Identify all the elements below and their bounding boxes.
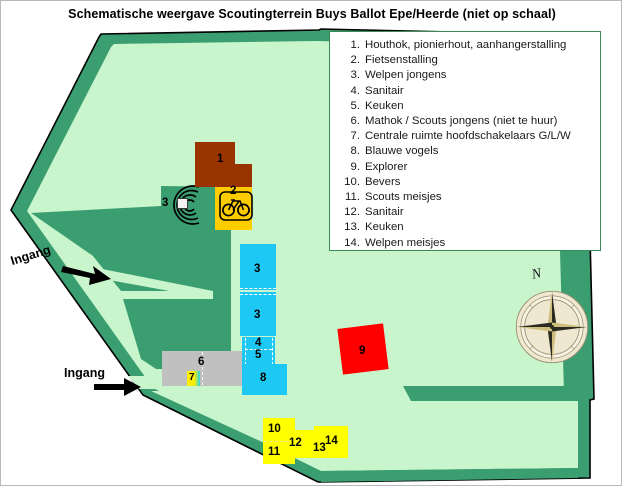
legend-item-number: 5. bbox=[350, 99, 361, 112]
legend-item: 12. Sanitair bbox=[336, 205, 596, 220]
legend-item-number: 8. bbox=[350, 145, 361, 158]
legend-item-label: Sanitair bbox=[365, 206, 404, 219]
legend-item-label: Welpen jongens bbox=[365, 69, 447, 82]
legend-item: 10. Bevers bbox=[336, 175, 596, 190]
legend-item: 6. Mathok / Scouts jongens (niet te huur… bbox=[336, 114, 596, 129]
building-12[interactable] bbox=[289, 430, 311, 458]
building-8[interactable] bbox=[242, 364, 287, 395]
legend-item: 1. Houthok, pionierhout, aanhangerstalli… bbox=[336, 38, 596, 53]
legend-item: 5. Keuken bbox=[336, 99, 596, 114]
building-label-6: 6 bbox=[198, 356, 205, 368]
legend-item-number: 2. bbox=[350, 54, 361, 67]
bicycle-icon bbox=[219, 191, 253, 221]
building-label-11: 11 bbox=[268, 446, 281, 458]
legend-item-label: Fietsenstalling bbox=[365, 54, 438, 67]
building-3-divider-upper bbox=[240, 288, 276, 289]
building-3-north[interactable] bbox=[240, 244, 276, 290]
building-4-5-divider-left bbox=[245, 338, 246, 365]
legend-item-label: Scouts meisjes bbox=[365, 191, 442, 204]
building-3-south[interactable] bbox=[240, 292, 276, 336]
ingang-arrow-lower bbox=[94, 378, 141, 396]
building-label-3-north: 3 bbox=[254, 263, 261, 275]
building-label-5: 5 bbox=[255, 349, 262, 361]
maze-center-marker bbox=[177, 198, 188, 209]
building-label-9: 9 bbox=[359, 345, 366, 357]
building-label-10: 10 bbox=[268, 423, 281, 435]
building-14[interactable] bbox=[314, 426, 348, 458]
legend-item: 13. Keuken bbox=[336, 220, 596, 235]
legend-item-number: 9. bbox=[350, 160, 361, 173]
legend-item-number: 3. bbox=[350, 69, 361, 82]
terrain-notch-bottom-right bbox=[403, 386, 578, 401]
legend-item-label: Houthok, pionierhout, aanhangerstalling bbox=[365, 39, 567, 51]
legend-item: 3. Welpen jongens bbox=[336, 68, 596, 83]
terrain-hedge-strip-vertical bbox=[213, 187, 231, 371]
legend-item-label: Mathok / Scouts jongens (niet te huur) bbox=[365, 115, 558, 128]
building-7[interactable] bbox=[187, 371, 200, 386]
building-1-part-b[interactable] bbox=[195, 164, 252, 187]
building-label-14: 14 bbox=[325, 435, 338, 447]
entrance-label-lower: Ingang bbox=[64, 366, 105, 380]
legend-item-number: 11. bbox=[345, 191, 360, 204]
legend-panel: 1. Houthok, pionierhout, aanhangerstalli… bbox=[329, 31, 601, 251]
building-label-3-outdoor: 3 bbox=[162, 197, 169, 209]
building-label-7: 7 bbox=[189, 372, 195, 383]
legend-item-label: Sanitair bbox=[365, 84, 404, 97]
building-13-14-seam bbox=[311, 430, 315, 458]
terrain-band-bottom bbox=[321, 468, 578, 482]
legend-item: 4. Sanitair bbox=[336, 84, 596, 99]
building-label-1: 1 bbox=[217, 153, 224, 165]
legend-item-label: Welpen meisjes bbox=[365, 236, 446, 249]
legend-item: 11. Scouts meisjes bbox=[336, 190, 596, 205]
legend-item-number: 1. bbox=[350, 39, 361, 51]
legend-item-number: 7. bbox=[350, 130, 361, 143]
legend-item: 14. Welpen meisjes bbox=[336, 236, 596, 251]
legend-item-number: 12. bbox=[344, 206, 360, 219]
legend-item-label: Keuken bbox=[365, 99, 404, 112]
legend-item: 2. Fietsenstalling bbox=[336, 53, 596, 68]
legend-item: 7. Centrale ruimte hoofdschakelaars G/L/… bbox=[336, 129, 596, 144]
building-label-8: 8 bbox=[260, 372, 267, 384]
page-title: Schematische weergave Scoutingterrein Bu… bbox=[68, 7, 556, 21]
building-3-divider-lower bbox=[240, 294, 276, 295]
building-6-divider bbox=[202, 352, 203, 385]
building-label-13-overlay: 13 bbox=[313, 442, 326, 454]
legend-item-number: 13. bbox=[344, 221, 360, 234]
legend-item-label: Centrale ruimte hoofdschakelaars G/L/W bbox=[365, 130, 571, 143]
building-4-5-divider-right bbox=[272, 338, 273, 365]
entrance-path-upper bbox=[77, 264, 213, 299]
legend-item-number: 10. bbox=[344, 175, 360, 188]
legend-item-number: 14. bbox=[344, 236, 360, 249]
building-10-11-divider bbox=[264, 441, 294, 442]
legend-item: 8. Blauwe vogels bbox=[336, 144, 596, 159]
building-label-3-south: 3 bbox=[254, 309, 261, 321]
building-label-4: 4 bbox=[255, 337, 262, 349]
building-label-12: 12 bbox=[289, 437, 302, 449]
legend-item-label: Explorer bbox=[365, 160, 408, 173]
building-label-2: 2 bbox=[230, 185, 237, 197]
building-4-5-divider-mid bbox=[245, 349, 272, 350]
terrain-lower-field bbox=[151, 391, 578, 469]
compass-rose-icon bbox=[515, 290, 589, 364]
legend-item-label: Blauwe vogels bbox=[365, 145, 439, 158]
ingang-arrow-upper bbox=[61, 266, 111, 285]
legend-item-number: 6. bbox=[350, 115, 361, 128]
legend-item-number: 4. bbox=[350, 84, 361, 97]
legend-item-label: Bevers bbox=[365, 175, 401, 188]
building-4-5-block[interactable] bbox=[242, 337, 275, 366]
legend-item: 9. Explorer bbox=[336, 160, 596, 175]
legend-item-label: Keuken bbox=[365, 221, 404, 234]
